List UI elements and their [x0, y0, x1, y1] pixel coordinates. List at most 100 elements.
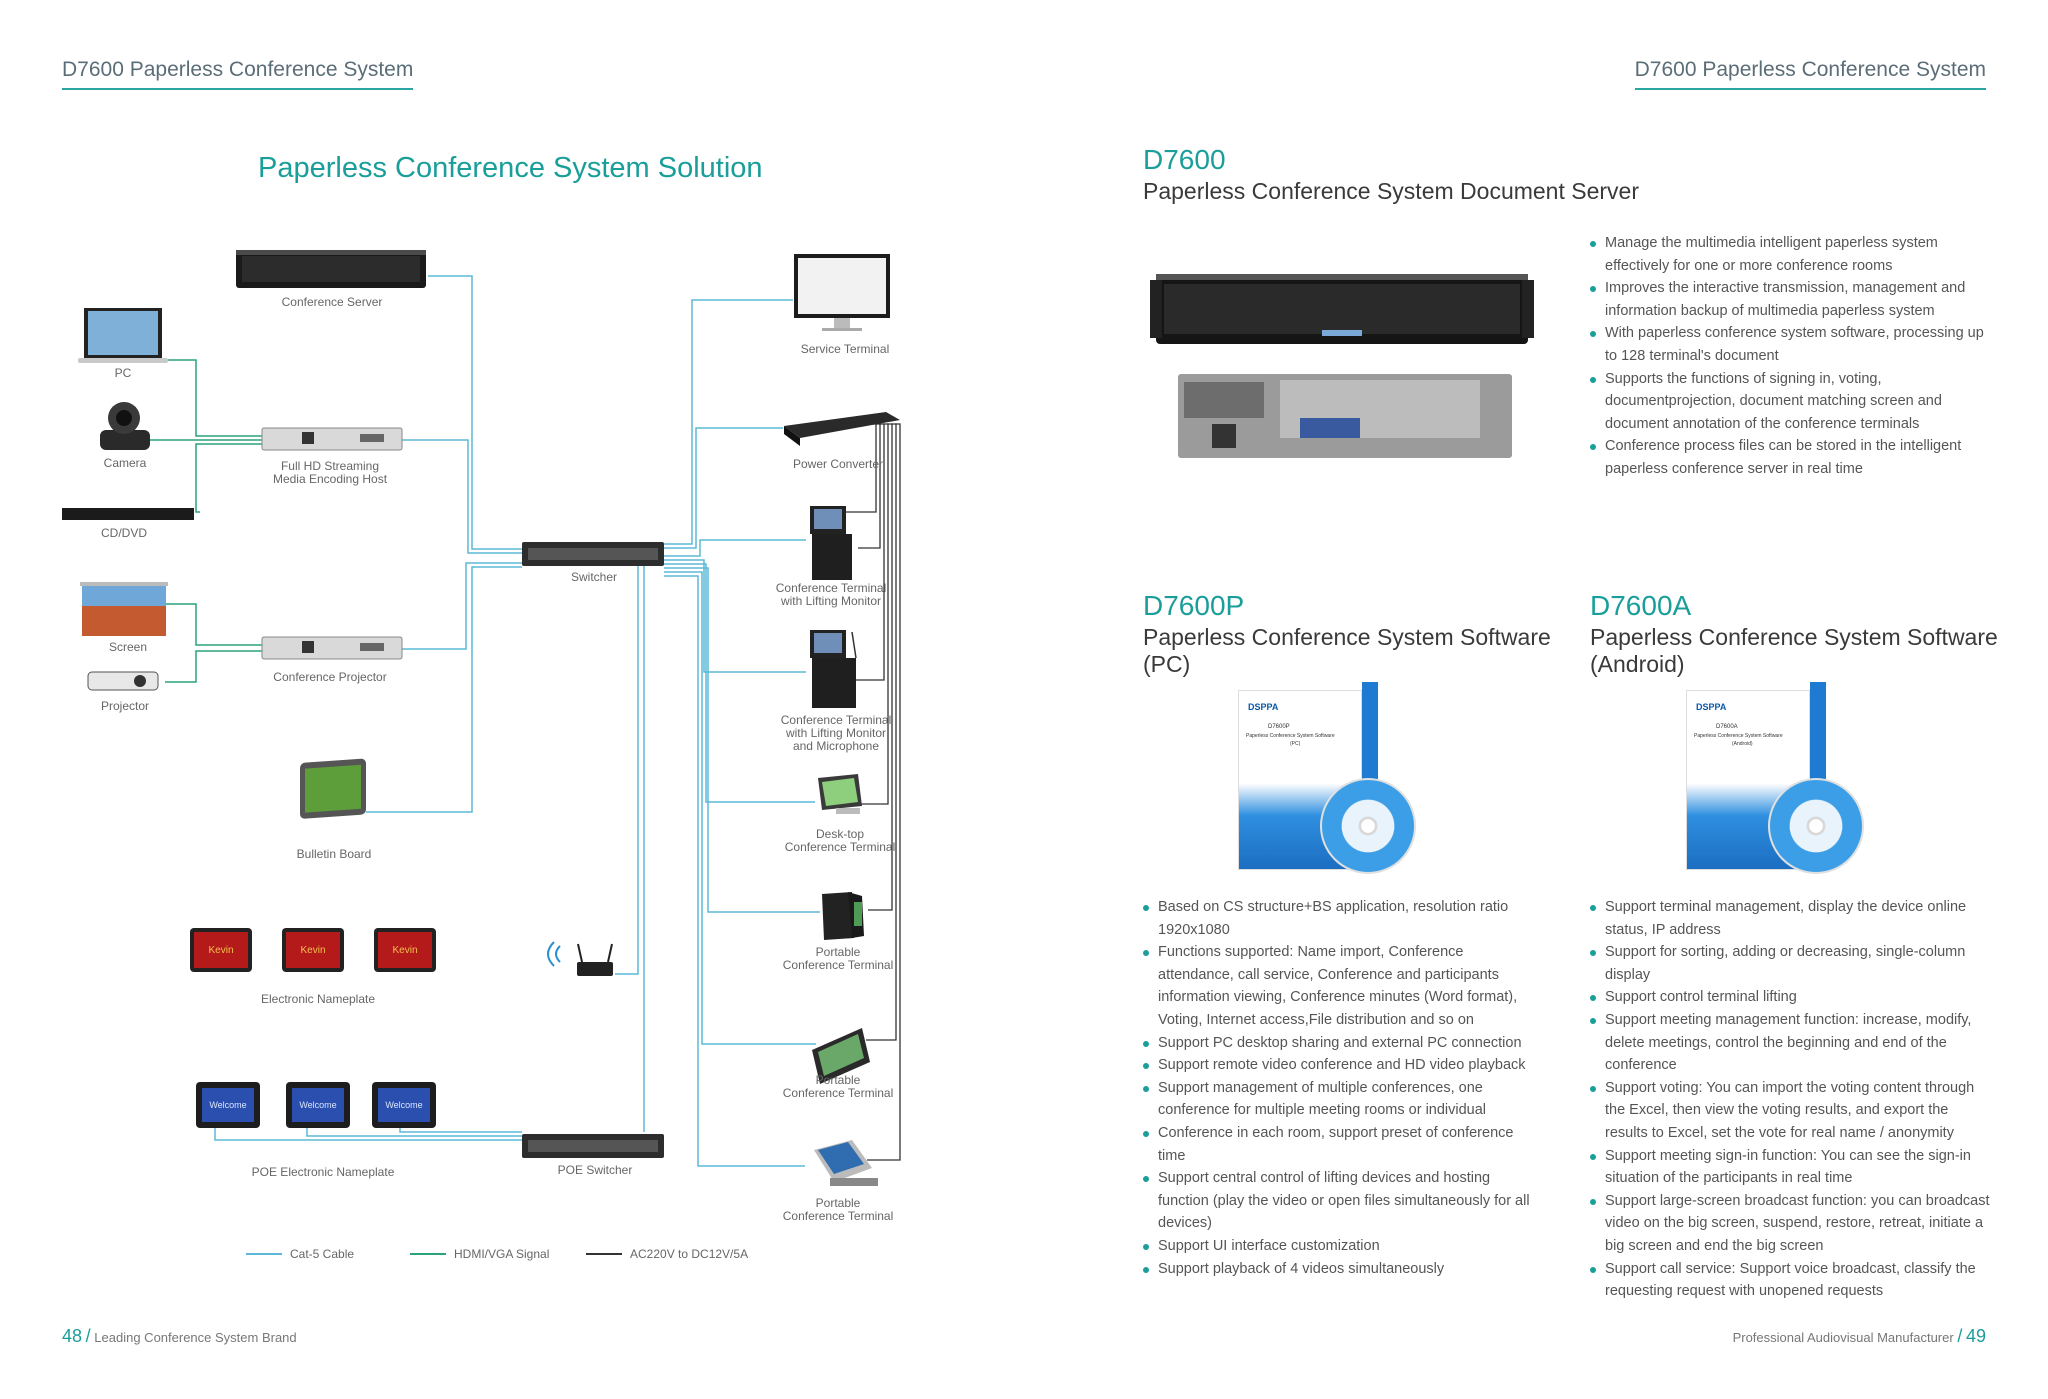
box-variant: (Android): [1732, 741, 1753, 747]
label-electronic-nameplate: Electronic Nameplate: [260, 992, 376, 1006]
label-service-terminal: Service Terminal: [800, 342, 890, 356]
system-diagram: Kevin Kevin Kevin Welcome Welcome Welcom…: [62, 250, 901, 1223]
camera-device: [100, 402, 150, 450]
label-lifting-terminal: Conference Terminal with Lifting Monitor: [776, 582, 887, 608]
d7600-features: Manage the multimedia intelligent paperl…: [1590, 232, 1990, 481]
footer-left-text: Leading Conference System Brand: [94, 1330, 297, 1345]
laptop-device: [78, 308, 168, 363]
legend-ac-label: AC220V to DC12V/5A: [630, 1247, 749, 1261]
label-conference-projector: Conference Projector: [273, 670, 387, 684]
box-text: Paperless Conference System Software: [1694, 733, 1783, 739]
nameplate-text: Kevin: [208, 945, 234, 956]
bulletin-board-device: [300, 758, 366, 819]
page-header-right: D7600 Paperless Conference System: [1634, 58, 1986, 90]
legend-hdmi: HDMI/VGA Signal: [410, 1247, 549, 1261]
portable-terminal-b: [812, 1028, 870, 1084]
subtitle-line: (Android): [1590, 651, 1685, 677]
streaming-host-device: [261, 427, 403, 451]
feature-item: Support management of multiple conferenc…: [1143, 1077, 1543, 1122]
desktop-terminal-device: [818, 774, 862, 814]
label-line: Conference Terminal: [780, 713, 892, 727]
conference-server-device: [236, 250, 426, 288]
legend-cat5: Cat-5 Cable: [246, 1247, 354, 1261]
label-power-converter: Power Converter: [792, 457, 884, 471]
poe-nameplate-text: Welcome: [299, 1100, 337, 1110]
feature-item: Support voting: You can import the votin…: [1590, 1077, 1990, 1145]
box-model: D7600A: [1716, 724, 1738, 730]
footer-right: Professional Audiovisual Manufacturer / …: [1733, 1326, 1986, 1347]
projector-device: [87, 671, 159, 691]
feature-item: Functions supported: Name import, Confer…: [1143, 941, 1543, 1031]
label-switcher: Switcher: [570, 570, 618, 584]
box-model: D7600P: [1268, 724, 1290, 730]
lifting-mic-terminal-device: [810, 630, 857, 708]
document-server-image: [1150, 274, 1534, 458]
page-number-right: 49: [1965, 1326, 1986, 1346]
d7600-subtitle: Paperless Conference System Document Ser…: [1143, 178, 1639, 204]
label-portable-terminal-c: Portable Conference Terminal: [783, 1197, 894, 1223]
diagram-wiring: [62, 250, 901, 1186]
power-converter-device: [784, 412, 900, 446]
label-poe-electronic-nameplate: POE Electronic Nameplate: [251, 1165, 395, 1179]
legend-hdmi-label: HDMI/VGA Signal: [454, 1247, 550, 1261]
conference-projector-host: [261, 636, 403, 660]
feature-item: Support call service: Support voice broa…: [1590, 1258, 1990, 1303]
label-line: Conference Terminal: [782, 1086, 894, 1100]
d7600a-model: D7600A: [1590, 590, 1692, 621]
subtitle-line: (PC): [1143, 651, 1191, 677]
legend-ac: AC220V to DC12V/5A: [586, 1247, 748, 1261]
feature-item: Support large-screen broadcast function:…: [1590, 1190, 1990, 1258]
router-device: [547, 941, 613, 976]
portable-terminal-c: [814, 1140, 878, 1186]
label-line: Media Encoding Host: [272, 472, 388, 486]
d7600a-subtitle: Paperless Conference System Software (An…: [1590, 624, 1998, 678]
feature-item: Support remote video conference and HD v…: [1143, 1054, 1543, 1077]
subtitle-line: Paperless Conference System Software: [1590, 624, 1998, 650]
label-line: and Microphone: [792, 739, 880, 753]
legend-hdmi-swatch: [410, 1253, 446, 1255]
label-portable-terminal-b: Portable Conference Terminal: [783, 1074, 894, 1100]
label-lifting-mic-terminal: Conference Terminal with Lifting Monitor…: [781, 714, 892, 753]
box-text: Paperless Conference System Software: [1246, 733, 1335, 739]
nameplate-text: Kevin: [300, 945, 326, 956]
switcher-device: [522, 542, 664, 566]
page-number-left: 48: [62, 1326, 83, 1346]
footer-slash: /: [1957, 1326, 1963, 1346]
portable-terminal-a: [822, 892, 864, 940]
box-brand-logo: DSPPA: [1248, 702, 1279, 712]
poe-nameplate-text: Welcome: [209, 1100, 247, 1110]
footer-slash: /: [85, 1326, 91, 1346]
label-line: Desk-top: [815, 827, 865, 841]
label-line: Portable: [815, 945, 861, 959]
label-desktop-terminal: Desk-top Conference Terminal: [785, 828, 896, 854]
feature-item: Support central control of lifting devic…: [1143, 1167, 1543, 1235]
legend-cat5-swatch: [246, 1253, 282, 1255]
legend-cat5-label: Cat-5 Cable: [290, 1247, 355, 1261]
feature-item: Improves the interactive transmission, m…: [1590, 277, 1990, 322]
label-line: Full HD Streaming: [280, 459, 380, 473]
feature-item: Support meeting management function: inc…: [1590, 1009, 1990, 1077]
d7600a-software-box: DSPPA D7600A Paperless Conference System…: [1686, 682, 1876, 878]
feature-item: Support terminal management, display the…: [1590, 896, 1990, 941]
poe-switcher-device: [522, 1134, 664, 1158]
feature-item: Conference process files can be stored i…: [1590, 435, 1990, 480]
feature-item: Manage the multimedia intelligent paperl…: [1590, 232, 1990, 277]
electronic-nameplates: [190, 928, 436, 972]
label-poe-switcher: POE Switcher: [557, 1163, 633, 1177]
feature-item: Supports the functions of signing in, vo…: [1590, 368, 1990, 436]
label-line: Conference Terminal: [782, 1209, 894, 1223]
disc-icon: [1768, 778, 1864, 874]
label-line: Conference Terminal: [775, 581, 887, 595]
d7600a-features: Support terminal management, display the…: [1590, 896, 1990, 1303]
subtitle-line: Paperless Conference System Software: [1143, 624, 1551, 650]
label-line: with Lifting Monitor: [780, 594, 882, 608]
label-line: Portable: [815, 1196, 861, 1210]
box-variant: (PC): [1290, 741, 1301, 747]
feature-item: Support meeting sign-in function: You ca…: [1590, 1145, 1990, 1190]
d7600p-model: D7600P: [1143, 590, 1245, 621]
service-terminal-device: [794, 254, 890, 331]
label-bulletin-board: Bulletin Board: [296, 847, 372, 861]
label-line: with Lifting Monitor: [785, 726, 887, 740]
feature-item: Support for sorting, adding or decreasin…: [1590, 941, 1990, 986]
footer-left: 48 / Leading Conference System Brand: [62, 1326, 297, 1347]
